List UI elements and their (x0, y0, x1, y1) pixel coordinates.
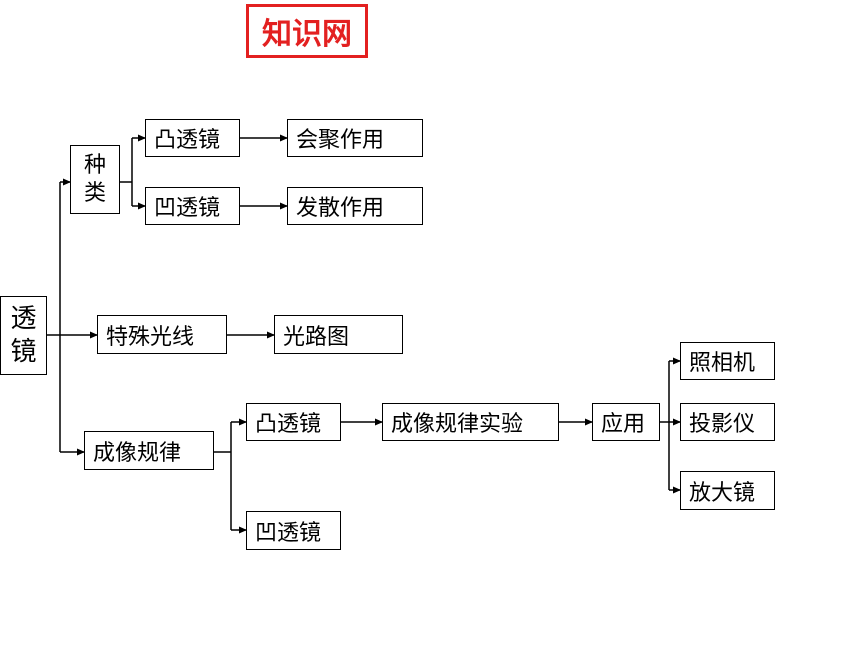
diverging-effect-node: 发散作用 (287, 187, 423, 225)
types-label-line1: 种 (83, 153, 106, 178)
use-camera-node: 照相机 (680, 342, 775, 380)
special-rays-node: 特殊光线 (97, 315, 227, 354)
application-node: 应用 (592, 403, 660, 441)
converging-effect-node: 会聚作用 (287, 119, 423, 157)
imaging-concave-lens-node: 凹透镜 (246, 511, 341, 550)
diagram-title: 知识网 (246, 4, 368, 58)
use-projector-node: 投影仪 (680, 403, 775, 441)
convex-lens-node: 凸透镜 (145, 119, 240, 157)
imaging-convex-lens-node: 凸透镜 (246, 403, 341, 441)
imaging-rules-node: 成像规律 (84, 431, 214, 470)
types-node: 种 类 (70, 145, 120, 214)
imaging-experiment-node: 成像规律实验 (382, 403, 559, 441)
concave-lens-node: 凹透镜 (145, 187, 240, 225)
use-magnifier-node: 放大镜 (680, 471, 775, 510)
types-label-line2: 类 (83, 180, 106, 206)
root-label-line1: 透 (10, 304, 37, 334)
ray-diagram-node: 光路图 (274, 315, 403, 354)
root-node-lens: 透 镜 (0, 296, 47, 375)
root-label-line2: 镜 (10, 336, 37, 367)
